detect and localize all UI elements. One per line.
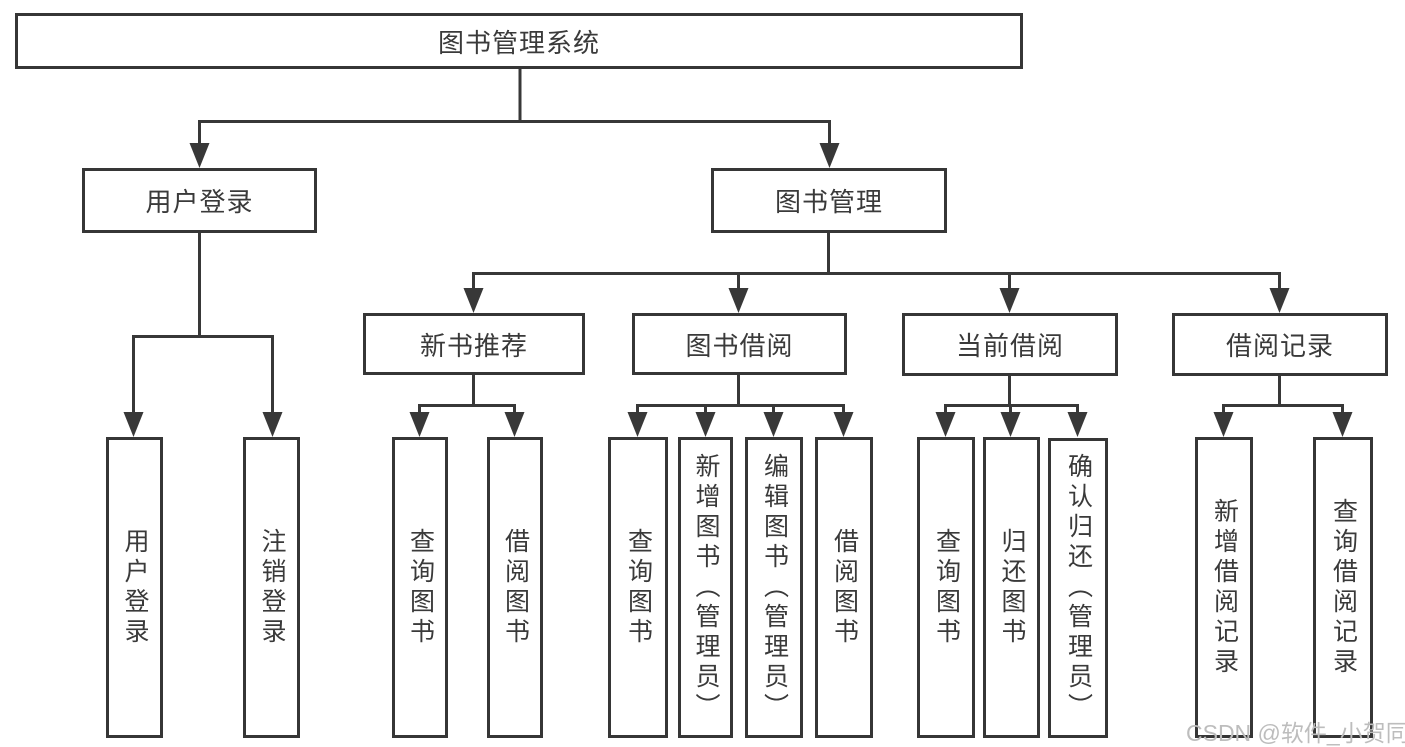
leaf-user-login: 用户登录 — [106, 437, 163, 738]
connector-book-borrow-children — [627, 375, 854, 437]
leaf-borrow-add-books-admin: 新增图书（管理员） — [678, 437, 733, 738]
leaf-records-query-record: 查询借阅记录 — [1313, 437, 1373, 738]
leaf-current-query-books: 查询图书 — [917, 437, 975, 738]
leaf-borrow-query-books: 查询图书 — [608, 437, 668, 738]
connector-user-login-children — [123, 233, 283, 437]
leaf-borrow-edit-books-admin: 编辑图书（管理员） — [745, 437, 803, 738]
connector-root-to-level2 — [189, 68, 840, 168]
connector-current-borrow-children — [935, 375, 1088, 437]
leaf-current-return-books: 归还图书 — [983, 437, 1040, 738]
leaf-logout: 注销登录 — [243, 437, 300, 738]
node-book-management: 图书管理 — [711, 168, 947, 233]
leaf-newbook-borrow-books: 借阅图书 — [487, 437, 543, 738]
leaf-current-confirm-return-admin: 确认归还（管理员） — [1048, 438, 1108, 738]
leaf-records-add-record: 新增借阅记录 — [1195, 437, 1253, 738]
node-library-management-system: 图书管理系统 — [15, 13, 1023, 69]
node-book-borrowing: 图书借阅 — [632, 313, 847, 375]
node-borrowing-records: 借阅记录 — [1172, 313, 1388, 376]
connector-borrow-record-children — [1213, 375, 1353, 437]
leaf-newbook-query-books: 查询图书 — [392, 437, 448, 738]
node-new-book-recommendation: 新书推荐 — [363, 313, 585, 375]
csdn-watermark: CSDN @软件_小贺同学 — [1186, 720, 1405, 746]
leaf-borrow-borrow-books: 借阅图书 — [815, 437, 873, 738]
node-user-login: 用户登录 — [82, 168, 317, 233]
node-current-borrowing: 当前借阅 — [902, 313, 1118, 376]
connector-book-management-children — [463, 233, 1290, 313]
connector-new-book-children — [409, 375, 525, 437]
